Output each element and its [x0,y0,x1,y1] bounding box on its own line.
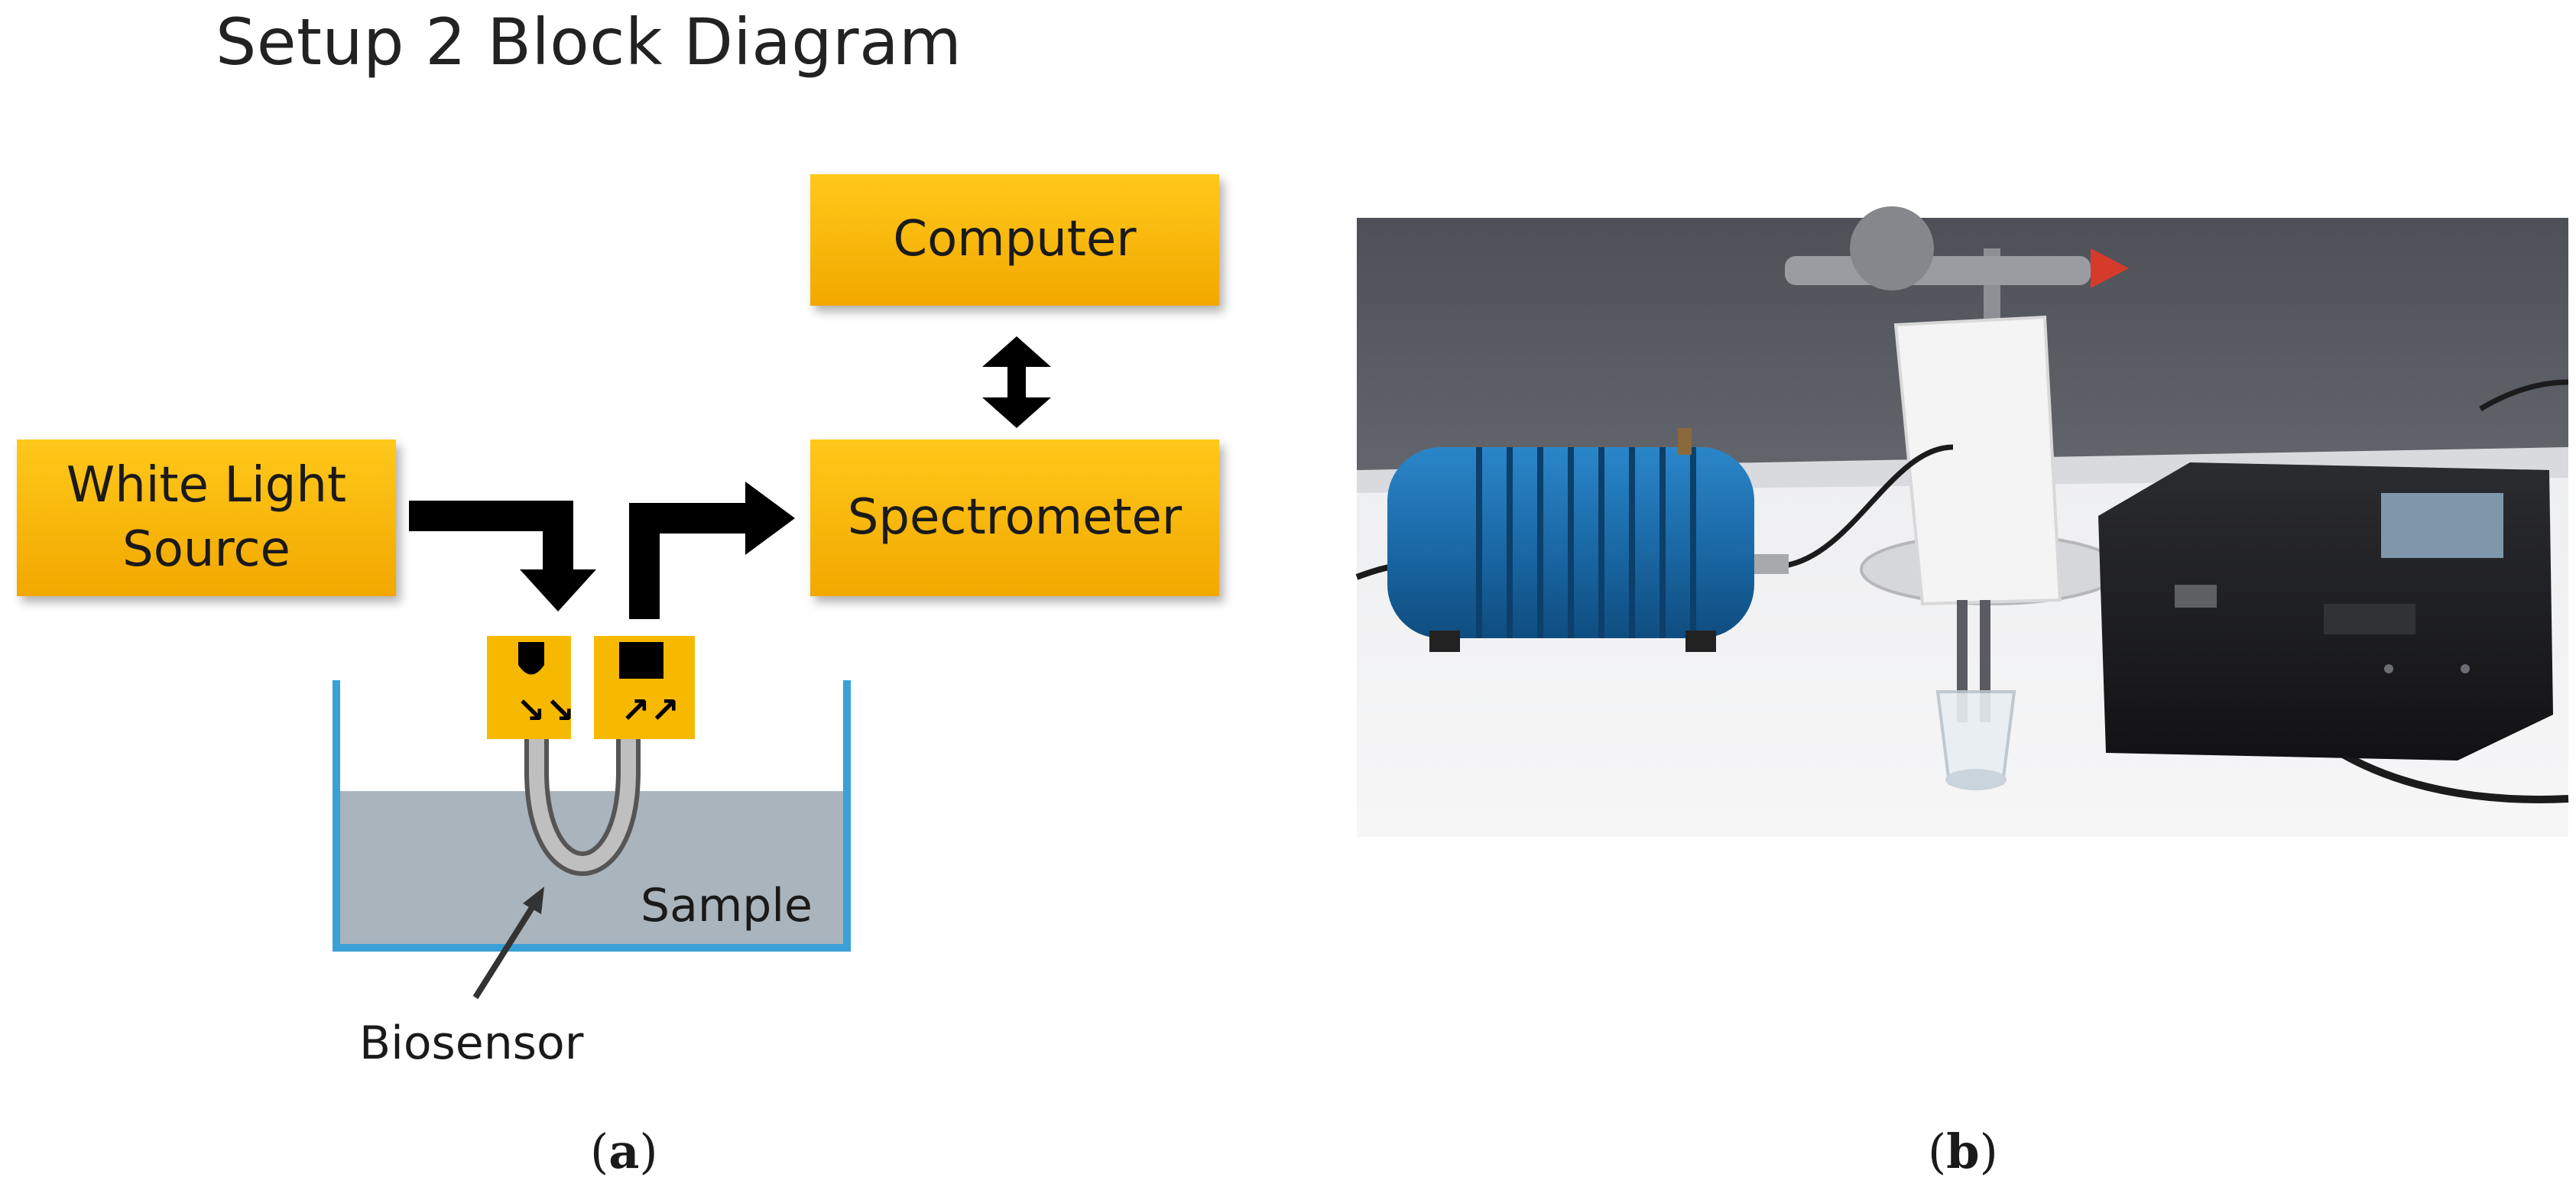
caption-b-letter: b [1946,1124,1980,1179]
caption-b: (b) [1928,1124,1998,1179]
coupler-right-port [619,642,663,679]
spectrometer-block: Spectrometer [810,439,1219,596]
caption-a-letter: a [608,1124,640,1179]
computer-block: Computer [810,174,1219,306]
arrow-computer-spectrometer [982,336,1051,428]
arrow-source-to-coupler [409,501,573,577]
diagram-title: Setup 2 Block Diagram [216,5,962,79]
light-source-label-line2: Source [122,521,290,578]
spectrometer-label: Spectrometer [847,488,1183,546]
svg-text:↘↘: ↘↘ [516,689,575,731]
arrow-coupler-to-spectrometer [629,503,749,619]
sample-label: Sample [641,879,813,932]
svg-text:↗↗: ↗↗ [621,689,680,731]
coupler-left-port [518,642,544,675]
biosensor-pointer [472,898,540,1000]
caption-a: (a) [590,1124,658,1179]
light-source-label-line1: White Light [66,457,347,514]
light-source-block: White Light Source [17,439,396,596]
sample-container [333,680,851,952]
lab-photo [1355,206,2569,837]
computer-label: Computer [893,211,1137,268]
biosensor-label: Biosensor [359,1017,584,1070]
